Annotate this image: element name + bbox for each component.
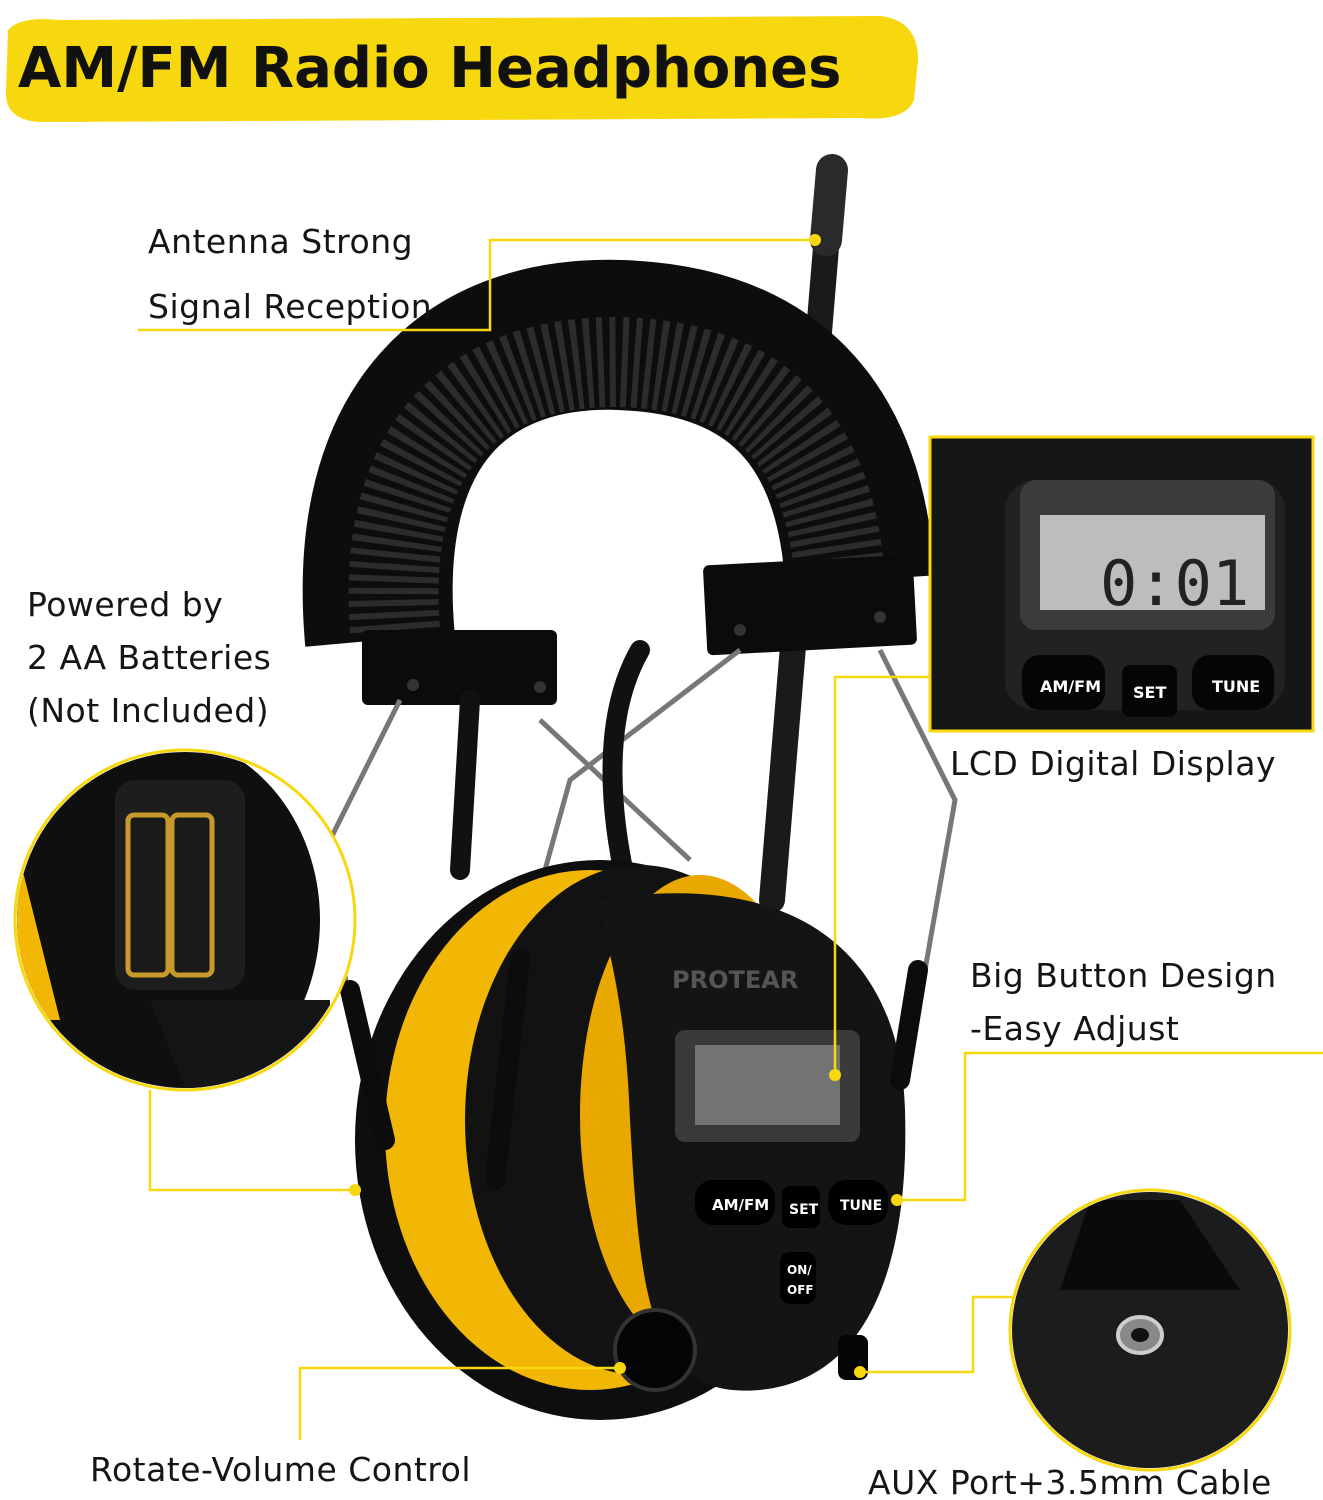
battery-icon	[125, 812, 171, 978]
inset-button-tune-label: TUNE	[1212, 677, 1260, 696]
buttons-label-1: Big Button Design	[970, 956, 1277, 995]
headband	[302, 259, 935, 705]
battery-icon	[169, 812, 215, 978]
inset-button-set-label: SET	[1133, 683, 1166, 702]
battery-inset	[13, 748, 357, 1092]
buttons-label-2: -Easy Adjust	[970, 1009, 1180, 1048]
device-button-power-label-1: ON/	[787, 1263, 812, 1277]
device-button-set[interactable]	[782, 1186, 820, 1228]
callout-dots	[349, 234, 903, 1378]
volume-label: Rotate-Volume Control	[90, 1450, 472, 1489]
battery-label-2: 2 AA Batteries	[27, 638, 272, 677]
earcup: PROTEAR AM/FM SET TUNE ON/ OFF	[355, 860, 906, 1420]
antenna-label-1: Antenna Strong	[148, 222, 414, 261]
device-button-tune-label: TUNE	[840, 1198, 882, 1214]
device-button-tune[interactable]	[828, 1180, 888, 1225]
battery-label-1: Powered by	[27, 585, 224, 624]
device-button-mode-label: AM/FM	[712, 1196, 769, 1214]
lcd-digits: 0:01	[1100, 547, 1249, 620]
inset-button-tune	[1192, 655, 1274, 710]
brand-logo: PROTEAR	[672, 966, 798, 994]
aux-port-inset	[1008, 1188, 1292, 1472]
inset-button-mode	[1022, 655, 1105, 710]
title-banner	[5, 16, 919, 122]
inset-button-set	[1122, 665, 1177, 717]
battery-label-3: (Not Included)	[27, 691, 270, 730]
device-button-set-label: SET	[789, 1202, 819, 1218]
inset-button-mode-label: AM/FM	[1040, 677, 1101, 696]
antenna-label-2: Signal Reception	[148, 287, 433, 326]
lcd-inset: 0:01 AM/FM SET TUNE	[928, 435, 1315, 733]
volume-knob[interactable]	[613, 1308, 697, 1392]
page-title: AM/FM Radio Headphones	[18, 36, 842, 101]
lcd-label: LCD Digital Display	[950, 744, 1276, 783]
leader-lines	[138, 238, 1323, 1440]
device-button-power[interactable]	[780, 1252, 816, 1304]
aux-label: AUX Port+3.5mm Cable	[868, 1463, 1272, 1500]
device-button-power-label-2: OFF	[787, 1283, 814, 1297]
device-button-mode[interactable]	[695, 1180, 775, 1225]
